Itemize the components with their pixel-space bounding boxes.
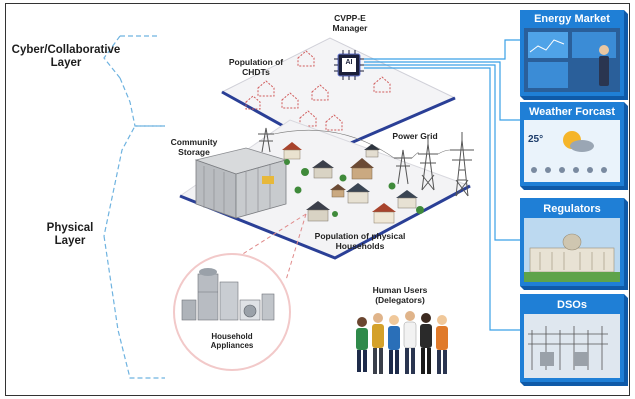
side-panels <box>520 10 628 386</box>
community-storage-label: Community Storage <box>170 137 218 157</box>
physical-brace-upper <box>103 125 165 237</box>
ai-chip <box>334 50 364 80</box>
house <box>396 190 418 209</box>
chdt-house <box>325 114 343 131</box>
chdt-house <box>373 76 391 93</box>
panel-energy-market <box>520 10 628 100</box>
oven <box>219 281 239 321</box>
panel-weather <box>520 102 628 190</box>
person <box>388 315 400 374</box>
physical-layer-label: Physical Layer <box>46 222 94 248</box>
power-tower <box>450 132 474 197</box>
chdt-house <box>281 92 299 109</box>
chip-core <box>342 58 356 72</box>
connector-energy-market <box>364 39 520 60</box>
physical-brace-lower <box>103 235 165 379</box>
person <box>356 317 368 372</box>
connector-dsos <box>364 67 520 331</box>
house <box>372 203 396 224</box>
appliance-link <box>285 213 307 281</box>
chdt-house <box>297 50 315 67</box>
cyber-brace-upper <box>103 35 121 79</box>
panel-connectors <box>364 39 520 331</box>
house <box>350 158 374 180</box>
chdt-house <box>311 84 329 101</box>
person <box>372 313 384 374</box>
storage-warning-label <box>262 176 274 184</box>
house <box>330 184 346 198</box>
dishwasher <box>181 299 197 321</box>
connector-weather <box>364 61 520 121</box>
small-appliance <box>261 293 275 321</box>
power-towers <box>258 127 474 197</box>
appliance-group <box>173 253 291 371</box>
power-tower <box>418 136 438 191</box>
house <box>282 142 302 160</box>
power-grid-label: Power Grid <box>392 131 438 141</box>
chdt-house <box>245 95 261 110</box>
outer-frame <box>5 3 630 396</box>
chdt-house <box>257 80 275 97</box>
house <box>346 183 370 204</box>
household-appliances-label: Household Appliances <box>210 332 254 351</box>
layer-braces <box>103 35 165 379</box>
chdt-houses <box>245 50 391 131</box>
connector-regulators <box>364 64 520 241</box>
person <box>403 311 417 374</box>
ai-chip-text: AI <box>345 59 353 66</box>
cyber-brace-lower <box>119 77 165 127</box>
house <box>312 160 334 179</box>
weather-temperature: 25° <box>528 134 544 145</box>
person <box>420 313 432 374</box>
appliance-link <box>229 213 307 263</box>
house <box>364 144 380 158</box>
fridge <box>197 273 219 321</box>
house <box>306 201 330 222</box>
pot <box>199 268 217 276</box>
energy-market-title: Energy Market <box>534 13 610 25</box>
panel-dsos <box>520 294 628 386</box>
cloud-icon <box>570 140 594 152</box>
person <box>436 315 448 374</box>
community-storage-container <box>194 147 288 219</box>
chdts-label: Population of CHDTs <box>228 57 284 77</box>
power-lines <box>273 129 451 159</box>
appliance-connectors <box>229 213 307 281</box>
cyber-layer-label: Cyber/Collaborative Layer <box>11 44 121 70</box>
substation-icon <box>528 326 608 370</box>
power-tower <box>258 127 274 153</box>
weather-forcast-title: Weather Forcast <box>529 106 615 118</box>
human-users <box>356 311 448 374</box>
trees <box>284 159 424 217</box>
regulators-title: Regulators <box>543 203 601 215</box>
physical-households-label: Population of physical Households <box>314 231 406 251</box>
cvpp-manager-label: CVPP-E Manager <box>332 13 368 33</box>
power-tower <box>394 149 412 185</box>
dsos-title: DSOs <box>557 299 587 311</box>
human-users-label: Human Users (Delegators) <box>372 285 428 305</box>
building-icon <box>529 247 615 273</box>
panel-regulators <box>520 198 628 290</box>
physical-houses <box>282 142 424 224</box>
